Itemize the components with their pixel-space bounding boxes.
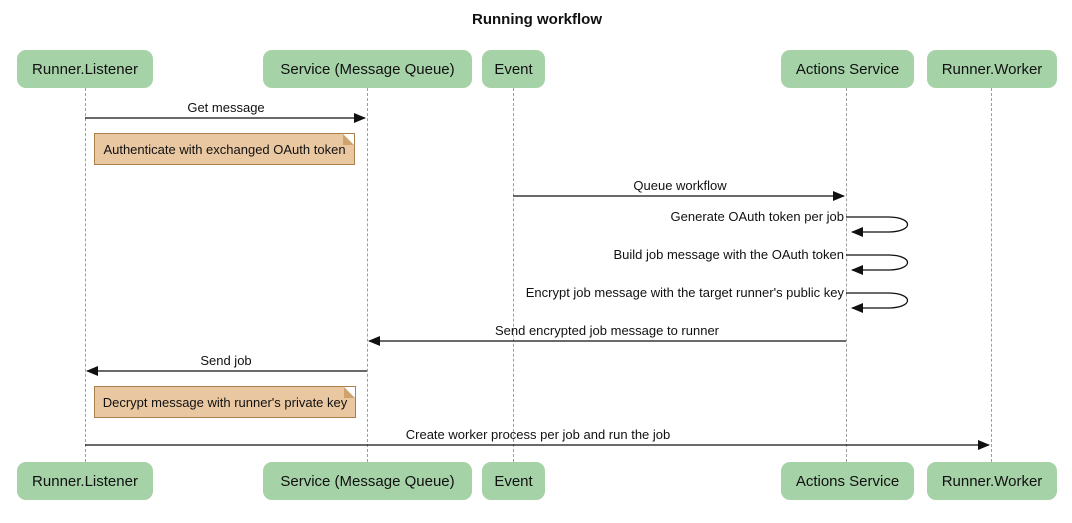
lifeline-runner-worker: [991, 88, 992, 462]
actor-top-actions-service: Actions Service: [781, 50, 914, 88]
label-generate-oauth-token: Generate OAuth token per job: [670, 209, 844, 224]
note-fold-corner-icon: [344, 387, 355, 398]
note-authenticate-oauth-text: Authenticate with exchanged OAuth token: [103, 141, 346, 157]
label-build-job-message: Build job message with the OAuth token: [613, 247, 844, 262]
lifeline-actions-service: [846, 88, 847, 462]
actor-top-runner-listener: Runner.Listener: [17, 50, 153, 88]
lifeline-runner-listener: [85, 88, 86, 462]
note-fold-corner-icon: [343, 134, 354, 145]
self-loop-encrypt-job-message: [846, 292, 908, 313]
self-loop-generate-oauth-token: [846, 216, 908, 237]
lifeline-service-message-queue: [367, 88, 368, 462]
note-authenticate-oauth: Authenticate with exchanged OAuth token: [94, 133, 355, 165]
actor-bottom-runner-listener: Runner.Listener: [17, 462, 153, 500]
actor-bottom-event: Event: [482, 462, 545, 500]
label-create-worker-process: Create worker process per job and run th…: [405, 427, 671, 442]
diagram-title: Running workflow: [472, 11, 602, 28]
label-encrypt-job-message: Encrypt job message with the target runn…: [525, 285, 844, 300]
note-decrypt-private-key-text: Decrypt message with runner's private ke…: [102, 394, 348, 410]
actor-top-event: Event: [482, 50, 545, 88]
actor-bottom-actions-service: Actions Service: [781, 462, 914, 500]
label-queue-workflow: Queue workflow: [633, 178, 727, 193]
label-send-encrypted-job-message: Send encrypted job message to runner: [494, 323, 720, 338]
actor-top-runner-worker: Runner.Worker: [927, 50, 1057, 88]
lifeline-event: [513, 88, 514, 462]
actor-bottom-runner-worker: Runner.Worker: [927, 462, 1057, 500]
label-send-job: Send job: [200, 353, 252, 368]
note-decrypt-private-key: Decrypt message with runner's private ke…: [94, 386, 356, 418]
actor-bottom-service-message-queue: Service (Message Queue): [263, 462, 472, 500]
self-loop-build-job-message: [846, 254, 908, 275]
label-get-message: Get message: [187, 100, 265, 115]
actor-top-service-message-queue: Service (Message Queue): [263, 50, 472, 88]
